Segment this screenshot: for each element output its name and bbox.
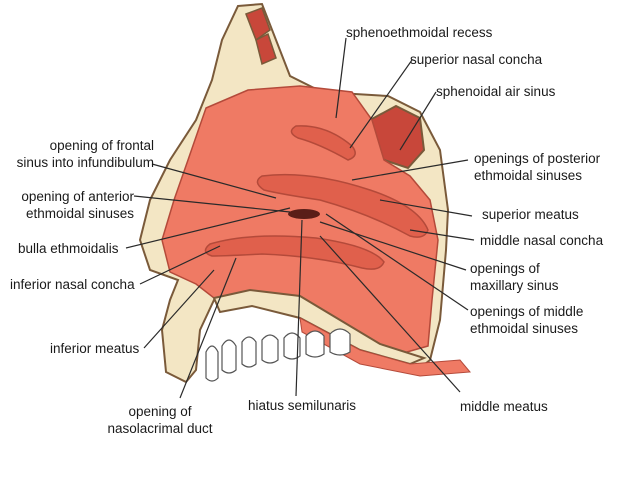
label-sphenoethmoidal-recess: sphenoethmoidal recess xyxy=(346,25,493,40)
label-superior-nasal-concha: superior nasal concha xyxy=(410,52,543,67)
teeth xyxy=(205,328,351,382)
label-openings-posterior-ethmoidal: openings of posterior ethmoidal sinuses xyxy=(474,151,601,183)
label-opening-frontal-sinus: opening of frontal sinus into infundibul… xyxy=(16,138,154,170)
frontal-sinus-lower xyxy=(255,32,277,66)
hiatus-opening xyxy=(288,209,320,219)
label-superior-meatus: superior meatus xyxy=(482,207,579,222)
label-hiatus-semilunaris: hiatus semilunaris xyxy=(248,398,357,413)
label-sphenoidal-air-sinus: sphenoidal air sinus xyxy=(436,84,556,99)
superior-concha xyxy=(290,125,356,161)
label-inferior-meatus: inferior meatus xyxy=(50,341,140,356)
label-openings-middle-ethmoidal: openings of middle ethmoidal sinuses xyxy=(470,304,584,336)
label-middle-meatus: middle meatus xyxy=(460,399,548,414)
label-opening-nasolacrimal: opening of nasolacrimal duct xyxy=(107,404,213,436)
frontal-sinus xyxy=(245,7,271,42)
hard-palate xyxy=(212,288,427,366)
label-bulla-ethmoidalis: bulla ethmoidalis xyxy=(18,241,119,256)
inferior-concha xyxy=(204,235,385,270)
leader-lines xyxy=(125,37,475,399)
middle-concha xyxy=(256,173,429,238)
label-openings-maxillary: openings of maxillary sinus xyxy=(470,261,559,293)
label-opening-anterior-ethmoidal: opening of anterior ethmoidal sinuses xyxy=(21,189,134,221)
label-inferior-nasal-concha: inferior nasal concha xyxy=(10,277,135,292)
label-middle-nasal-concha: middle nasal concha xyxy=(480,233,604,248)
